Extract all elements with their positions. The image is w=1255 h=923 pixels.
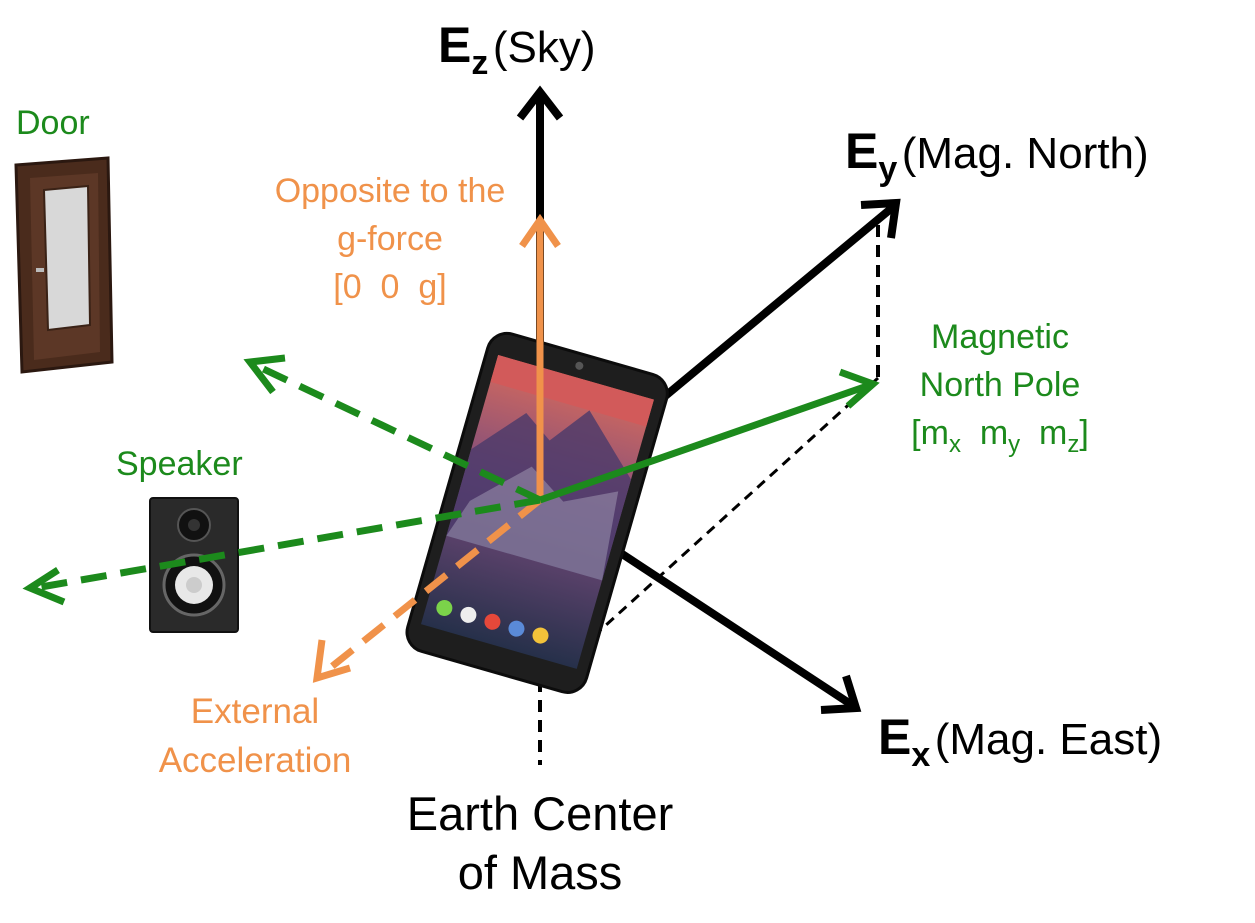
magnetic-vector: [mx my mz] [911,414,1089,458]
external-acceleration-arrow [312,497,543,683]
x-axis-label: Ex (Mag. East) [878,709,1163,774]
speaker-icon [149,497,239,633]
door-direction-arrow [243,354,542,504]
gforce-label: Opposite to the g-force [0 0 g] [274,172,506,306]
magnetic-north-arrow [538,368,880,504]
external-acceleration-label: External Acceleration [158,692,352,780]
speaker-direction-arrow [22,496,541,606]
magnetic-north-label: Magnetic North Pole [mx my mz] [880,320,1120,458]
gforce-arrow [519,213,561,500]
earth-center-label: Earth Center of Mass [406,787,674,899]
door-icon [14,156,114,374]
y-axis-label: Ey (Mag. North) [845,123,1149,188]
speaker-label: Speaker [116,445,243,483]
z-axis-label: Ez (Sky) [438,17,596,82]
door-label: Door [16,104,90,142]
